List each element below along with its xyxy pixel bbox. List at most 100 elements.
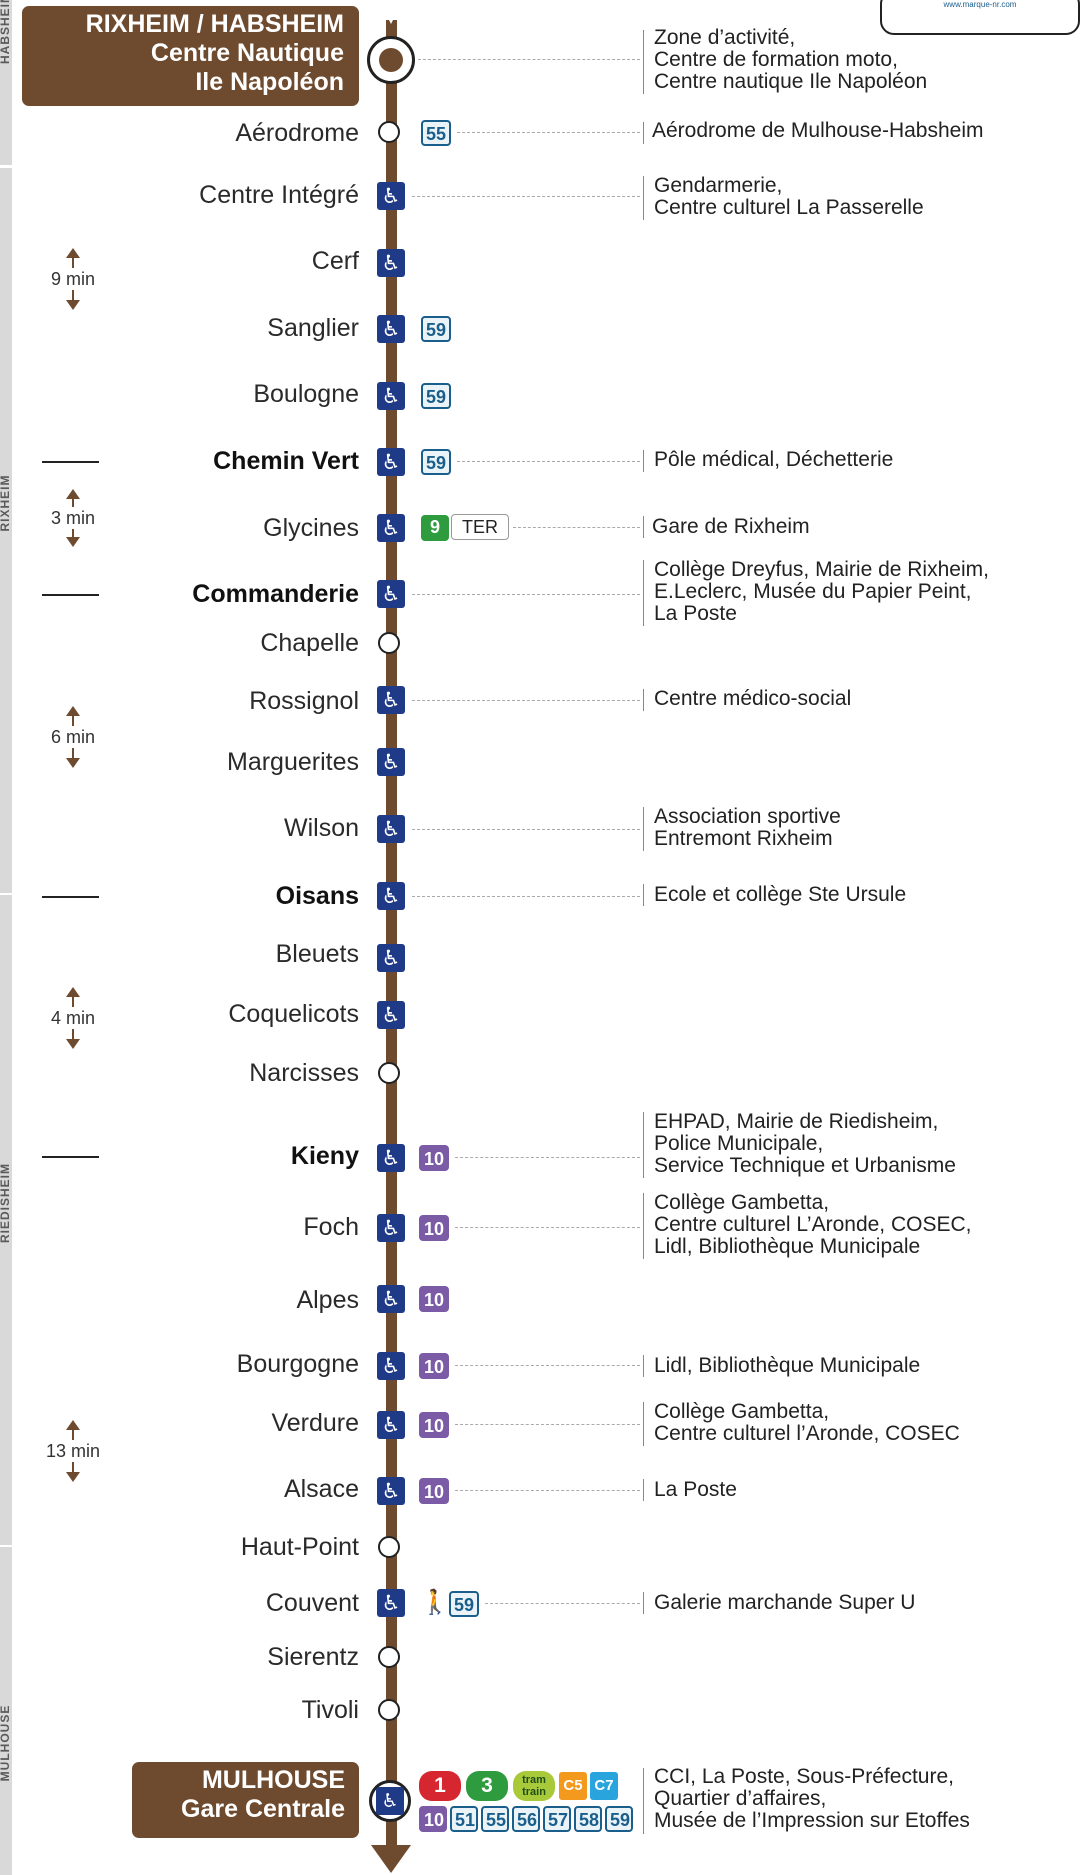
wheelchair-icon: ♿ (377, 580, 405, 608)
line-badge-10[interactable]: 10 (419, 1412, 450, 1438)
leader-line (457, 461, 640, 462)
section-marker (42, 896, 99, 898)
stop-name-aerodrome[interactable]: Aérodrome (235, 119, 359, 147)
commune-label-mulhouse: MULHOUSE (0, 1704, 12, 1782)
leader-line (412, 594, 640, 595)
poi-bracket (643, 1768, 644, 1834)
wheelchair-icon: ♿ (377, 1001, 405, 1029)
commune-segment-mulhouse (0, 1547, 12, 1875)
stop-name-bourgogne[interactable]: Bourgogne (236, 1350, 359, 1378)
stop-name-foch[interactable]: Foch (303, 1213, 359, 1241)
terminus-end-marker[interactable]: ♿ (369, 1780, 411, 1822)
line-badge-59[interactable]: 59 (449, 1591, 480, 1617)
timing-label: 13 min (45, 1441, 101, 1461)
stop-marker[interactable] (378, 1536, 400, 1558)
line-badge-10[interactable]: 10 (419, 1215, 450, 1241)
stop-name-chemin-vert[interactable]: Chemin Vert (213, 447, 359, 475)
wheelchair-icon: ♿ (377, 382, 405, 410)
line-badge-59[interactable]: 59 (421, 449, 452, 475)
leader-line (513, 527, 640, 528)
wheelchair-icon: ♿ (377, 1285, 405, 1313)
line-badge-59[interactable]: 59 (605, 1806, 633, 1832)
poi-line: Aérodrome de Mulhouse-Habsheim (652, 119, 984, 142)
leader-line (455, 1365, 640, 1366)
stop-name-sierentz[interactable]: Sierentz (267, 1643, 359, 1671)
line-badge-10[interactable]: 10 (419, 1286, 450, 1312)
line-badge-56[interactable]: 56 (512, 1806, 540, 1832)
stop-name-chapelle[interactable]: Chapelle (260, 629, 359, 657)
stop-name-alpes[interactable]: Alpes (296, 1286, 359, 1314)
wheelchair-icon: ♿ (377, 1144, 405, 1172)
poi-line: Centre culturel l’Aronde, COSEC (654, 1422, 960, 1445)
line-badge-10[interactable]: 10 (419, 1806, 447, 1832)
line-track (386, 20, 397, 1850)
stop-name-kieny[interactable]: Kieny (290, 1142, 359, 1170)
section-marker (42, 1156, 99, 1158)
stop-name-coquelicots[interactable]: Coquelicots (228, 1000, 359, 1028)
line-badge-59[interactable]: 59 (421, 316, 452, 342)
poi-line: Collège Gambetta, (654, 1400, 830, 1423)
leader-line (455, 1490, 640, 1491)
stop-name-boulogne[interactable]: Boulogne (253, 380, 359, 408)
line-badge-59[interactable]: 59 (421, 383, 452, 409)
poi-bracket (643, 807, 644, 851)
line-badge-55[interactable]: 55 (481, 1806, 509, 1832)
line-badge-c7[interactable]: C7 (590, 1772, 618, 1800)
stop-marker[interactable] (378, 1699, 400, 1721)
stop-name-verdure[interactable]: Verdure (271, 1409, 359, 1437)
section-marker (42, 461, 99, 463)
terminus-start-marker[interactable] (367, 36, 415, 84)
stop-name-commanderie[interactable]: Commanderie (192, 580, 359, 608)
poi-line: Gare de Rixheim (652, 515, 810, 538)
tram-badge-3[interactable]: 3 (466, 1771, 508, 1801)
line-badge-57[interactable]: 57 (543, 1806, 571, 1832)
stop-name-marguerites[interactable]: Marguerites (227, 748, 359, 776)
stop-name-narcisses[interactable]: Narcisses (249, 1059, 359, 1087)
poi-line: La Poste (654, 1478, 737, 1501)
line-badge-10[interactable]: 10 (419, 1353, 450, 1379)
poi-centre-integre: Gendarmerie, Centre culturel La Passerel… (654, 175, 1079, 219)
stop-name-sanglier[interactable]: Sanglier (267, 314, 359, 342)
line-badge-10[interactable]: 10 (419, 1145, 450, 1171)
poi-start: Zone d’activité, Centre de formation mot… (654, 27, 1079, 93)
stop-marker[interactable] (378, 1062, 400, 1084)
timing-indicator: 3 min (42, 489, 104, 547)
section-marker (42, 594, 99, 596)
stop-name-cerf[interactable]: Cerf (311, 247, 359, 275)
stop-name-alsace[interactable]: Alsace (283, 1475, 359, 1503)
stop-name-oisans[interactable]: Oisans (275, 882, 359, 910)
wheelchair-icon: ♿ (377, 1589, 405, 1617)
line-badge-58[interactable]: 58 (574, 1806, 602, 1832)
poi-line: Centre de formation moto, (654, 48, 898, 71)
line-badge-51[interactable]: 51 (450, 1806, 478, 1832)
terminus-end-box[interactable]: MULHOUSE Gare Centrale (132, 1762, 359, 1838)
line-badge-10[interactable]: 10 (419, 1478, 450, 1504)
stop-name-glycines[interactable]: Glycines (263, 514, 359, 542)
line-badge-9[interactable]: 9 (421, 515, 449, 541)
timing-stem (72, 1462, 74, 1472)
line-badge-55[interactable]: 55 (421, 120, 452, 146)
terminus-start-box[interactable]: RIXHEIM / HABSHEIM Centre Nautique Ile N… (22, 6, 359, 106)
arrow-up-icon (66, 248, 80, 258)
commune-separator (0, 166, 12, 168)
timing-stem (72, 748, 74, 758)
stop-marker[interactable] (378, 632, 400, 654)
stop-marker[interactable] (378, 1646, 400, 1668)
stop-name-couvent[interactable]: Couvent (265, 1589, 359, 1617)
stop-name-wilson[interactable]: Wilson (283, 814, 359, 842)
stop-name-bleuets[interactable]: Bleuets (275, 940, 359, 968)
poi-bourgogne: Lidl, Bibliothèque Municipale (654, 1355, 1079, 1377)
line-badge-ter[interactable]: TER (451, 514, 509, 540)
stop-name-centre-integre[interactable]: Centre Intégré (199, 181, 359, 209)
stop-marker[interactable] (378, 121, 400, 143)
stop-name-rossignol[interactable]: Rossignol (249, 687, 359, 715)
poi-bracket (643, 176, 644, 220)
poi-line: Galerie marchande Super U (654, 1591, 916, 1614)
stop-name-haut-point[interactable]: Haut-Point (240, 1533, 359, 1561)
stop-name-tivoli[interactable]: Tivoli (301, 1696, 359, 1724)
timing-indicator: 13 min (42, 1420, 104, 1482)
walking-icon: 🚶 (420, 1588, 450, 1616)
tram-badge-1[interactable]: 1 (419, 1771, 461, 1801)
line-badge-c5[interactable]: C5 (559, 1772, 587, 1800)
